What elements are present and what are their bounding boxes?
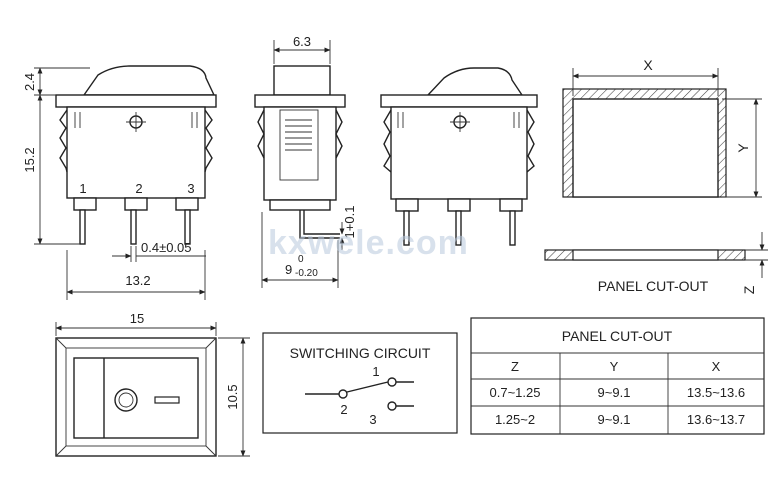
pin-label-3: 3 bbox=[187, 181, 194, 196]
cutout-label-y: Y bbox=[735, 143, 751, 153]
switching-circuit: SWITCHING CIRCUIT 1 2 3 bbox=[262, 332, 458, 434]
cutout-label-x: X bbox=[643, 57, 653, 73]
rear-view bbox=[380, 67, 538, 246]
watermark: kxwele.com bbox=[268, 224, 469, 262]
dim-top-height: 2.4 bbox=[22, 73, 37, 91]
cutout-drawing: X Y Z PANEL CUT-OUT bbox=[544, 57, 768, 294]
table-cell: 9~9.1 bbox=[598, 412, 631, 427]
terminals bbox=[73, 197, 199, 245]
table-header-y: Y bbox=[610, 359, 619, 374]
bezel bbox=[55, 94, 217, 108]
rocker-actuator bbox=[82, 65, 216, 96]
table-cell: 13.6~13.7 bbox=[687, 412, 745, 427]
table-cell: 1.25~2 bbox=[495, 412, 535, 427]
side-housing bbox=[263, 106, 337, 201]
side-view: 6.3 9 0 -0.20 1+0.1 bbox=[254, 34, 357, 288]
table-header-x: X bbox=[712, 359, 721, 374]
circuit-title: SWITCHING CIRCUIT bbox=[290, 345, 431, 361]
table-cell: 0.7~1.25 bbox=[490, 385, 541, 400]
side-actuator bbox=[273, 65, 331, 96]
side-ribs bbox=[285, 119, 312, 151]
dim-top-height: 10.5 bbox=[225, 384, 240, 409]
off-symbol bbox=[114, 388, 138, 412]
pin-label-1: 1 bbox=[79, 181, 86, 196]
dim-pin-width: 0.4±0.05 bbox=[141, 240, 192, 255]
table-cell: 13.5~13.6 bbox=[687, 385, 745, 400]
top-view: 15 10.5 bbox=[55, 311, 250, 457]
dim-side-pin: 1+0.1 bbox=[342, 206, 357, 239]
table-cell: 9~9.1 bbox=[598, 385, 631, 400]
dim-body-width: 13.2 bbox=[125, 273, 150, 288]
left-clip bbox=[59, 109, 68, 173]
on-symbol bbox=[154, 396, 180, 404]
dim-side-bottom-sup: 0 bbox=[298, 254, 304, 265]
circuit-terminal-1: 1 bbox=[372, 364, 379, 379]
dim-top-width: 15 bbox=[130, 311, 144, 326]
circuit-terminal-2: 2 bbox=[340, 402, 347, 417]
cutout-table: PANEL CUT-OUT Z Y X 0.7~1.25 9~9.1 13.5~… bbox=[470, 317, 765, 435]
dim-body-height: 15.2 bbox=[22, 147, 37, 172]
table-header-z: Z bbox=[511, 359, 519, 374]
pin-label-2: 2 bbox=[135, 181, 142, 196]
front-view: 1 2 3 2.4 15.2 0.4±0.05 13.2 bbox=[22, 65, 217, 300]
dim-side-bottom: 9 bbox=[285, 262, 292, 277]
circuit-frame bbox=[262, 332, 458, 434]
circuit-terminal-3: 3 bbox=[369, 412, 376, 427]
dim-side-bottom-sub: -0.20 bbox=[295, 268, 318, 279]
cutout-opening bbox=[572, 98, 719, 198]
cutout-caption: PANEL CUT-OUT bbox=[598, 278, 709, 294]
dim-side-top: 6.3 bbox=[293, 34, 311, 49]
table-title: PANEL CUT-OUT bbox=[562, 328, 673, 344]
right-clip bbox=[204, 109, 213, 173]
cutout-label-z: Z bbox=[741, 285, 757, 294]
